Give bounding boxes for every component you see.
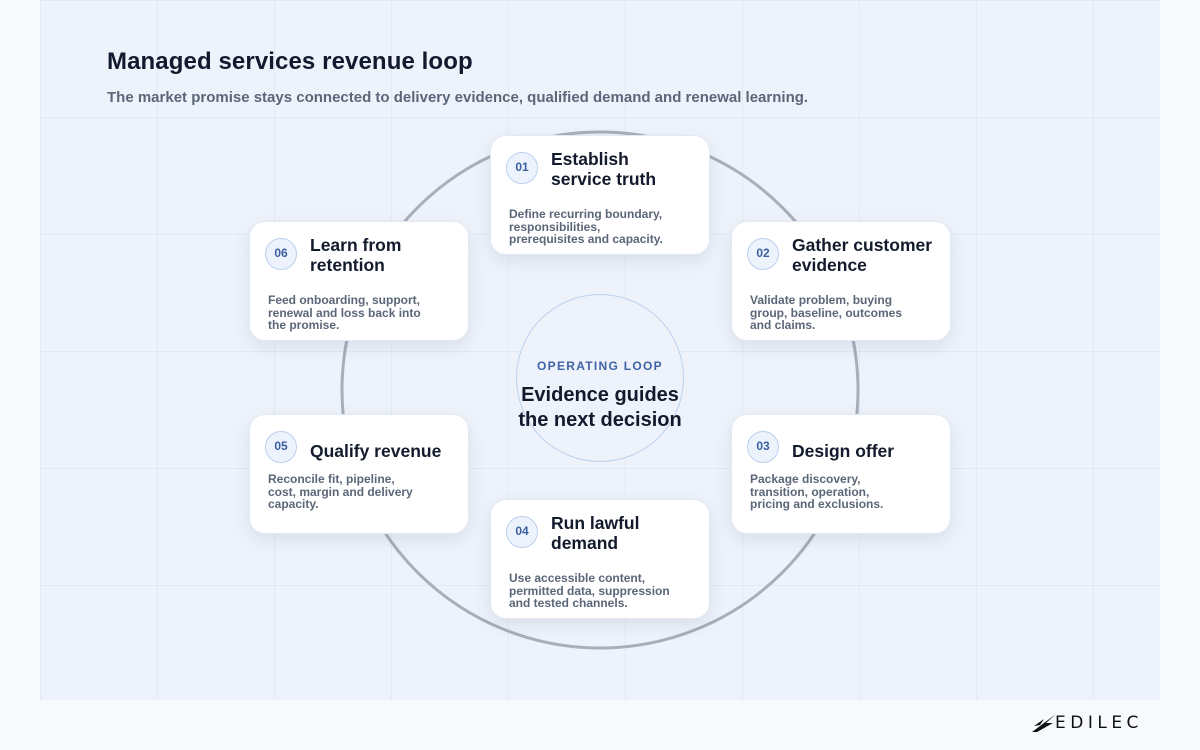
step-number-badge: 02 (747, 238, 779, 270)
step-title-line-2: retention (310, 255, 385, 275)
step-desc-line-2: transition, operation, (750, 484, 870, 499)
step-title-line-1: Establish (551, 149, 629, 169)
step-title-line-1: Qualify revenue (310, 441, 442, 461)
page-title: Managed services revenue loop (107, 48, 473, 75)
step-title: Qualify revenue (310, 441, 466, 461)
step-title-line-1: Run lawful (551, 513, 640, 533)
step-card-06: 06 Learn from retention Feed onboarding,… (249, 221, 469, 341)
center-line-2: the next decision (518, 409, 682, 431)
step-description: Validate problem, buying group, baseline… (750, 294, 946, 332)
page-subtitle: The market promise stays connected to de… (107, 89, 809, 106)
step-desc-line-2: group, baseline, outcomes (750, 305, 903, 320)
step-title-line-2: service truth (551, 169, 657, 189)
step-description: Package discovery, transition, operation… (750, 473, 946, 511)
step-number-badge: 03 (747, 431, 779, 463)
step-description: Define recurring boundary, responsibilit… (509, 208, 705, 246)
step-title: Design offer (792, 441, 948, 461)
step-desc-line-3: prerequisites and capacity. (509, 232, 663, 246)
step-number-badge: 04 (506, 516, 538, 548)
brand-logo: EDILEC (1031, 711, 1138, 735)
step-desc-line-2: responsibilities, (509, 219, 601, 234)
step-title: Learn from retention (310, 235, 466, 275)
step-desc-line-2: permitted data, suppression (509, 583, 670, 598)
step-desc-line-3: the promise. (268, 318, 340, 332)
step-card-01: 01 Establish service truth Define recurr… (490, 135, 710, 255)
step-description: Feed onboarding, support, renewal and lo… (268, 294, 464, 332)
center-kicker: OPERATING LOOP (537, 359, 663, 373)
center-circle: OPERATING LOOP Evidence guides the next … (516, 294, 684, 462)
step-desc-line-1: Use accessible content, (509, 571, 646, 585)
step-card-02: 02 Gather customer evidence Validate pro… (731, 221, 951, 341)
step-desc-line-2: cost, margin and delivery (268, 484, 413, 499)
step-description: Use accessible content, permitted data, … (509, 572, 705, 610)
step-title: Establish service truth (551, 149, 707, 189)
loop-ring-circle (340, 130, 860, 650)
step-title-line-2: evidence (792, 255, 867, 275)
step-desc-line-1: Reconcile fit, pipeline, (268, 472, 395, 486)
step-desc-line-3: and claims. (750, 318, 816, 332)
step-number-badge: 01 (506, 152, 538, 184)
step-number-badge: 05 (265, 431, 297, 463)
step-number-badge: 06 (265, 238, 297, 270)
step-desc-line-1: Feed onboarding, support, (268, 293, 420, 307)
step-card-05: 05 Qualify revenue Reconcile fit, pipeli… (249, 414, 469, 534)
center-statement: Evidence guides the next decision (507, 383, 693, 433)
step-title-line-1: Gather customer (792, 235, 933, 255)
step-title-line-2: demand (551, 533, 619, 553)
step-desc-line-2: renewal and loss back into (268, 305, 421, 320)
step-desc-line-3: and tested channels. (509, 596, 628, 610)
step-card-04: 04 Run lawful demand Use accessible cont… (490, 499, 710, 619)
step-title: Run lawful demand (551, 513, 707, 553)
step-title-line-1: Design offer (792, 441, 895, 461)
brand-name: EDILEC (1055, 713, 1143, 733)
step-desc-line-1: Package discovery, (750, 472, 861, 486)
step-title: Gather customer evidence (792, 235, 948, 275)
step-desc-line-3: pricing and exclusions. (750, 497, 884, 511)
step-desc-line-1: Define recurring boundary, (509, 207, 663, 221)
step-desc-line-1: Validate problem, buying (750, 293, 893, 307)
step-desc-line-3: capacity. (268, 497, 319, 511)
step-title-line-1: Learn from (310, 235, 402, 255)
step-card-03: 03 Design offer Package discovery, trans… (731, 414, 951, 534)
brand-mark-icon (1032, 714, 1056, 732)
center-line-1: Evidence guides (521, 384, 679, 406)
step-description: Reconcile fit, pipeline, cost, margin an… (268, 473, 464, 511)
